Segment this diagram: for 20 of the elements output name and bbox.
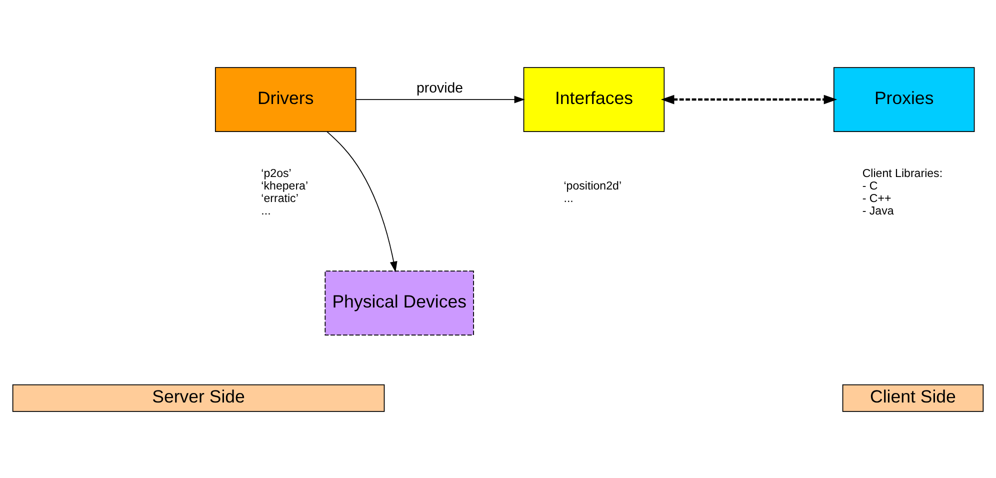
node-label: ... xyxy=(261,205,271,218)
arrow xyxy=(326,130,398,272)
node-label: - C++ xyxy=(862,192,892,205)
node-box: Physical Devices xyxy=(324,270,474,335)
node-box: Client Side xyxy=(842,384,984,412)
node-box: Proxies xyxy=(833,66,975,132)
node-label: ‘position2d’ xyxy=(564,180,622,192)
node-label: ‘p2os’ xyxy=(261,168,292,180)
arrow xyxy=(356,95,525,103)
node-label: - C xyxy=(862,180,878,192)
arrow xyxy=(660,94,838,104)
edge-label: provide xyxy=(416,80,464,96)
node-box: Server Side xyxy=(12,384,385,412)
node-label: Client Libraries: xyxy=(862,168,943,180)
node-label: ‘khepera’ xyxy=(261,180,308,192)
node-label: - Java xyxy=(862,205,894,218)
node-label: ‘erratic’ xyxy=(261,192,298,205)
node-box: Drivers xyxy=(214,66,356,132)
node-label: ... xyxy=(564,192,574,205)
node-box: Interfaces xyxy=(523,66,665,132)
